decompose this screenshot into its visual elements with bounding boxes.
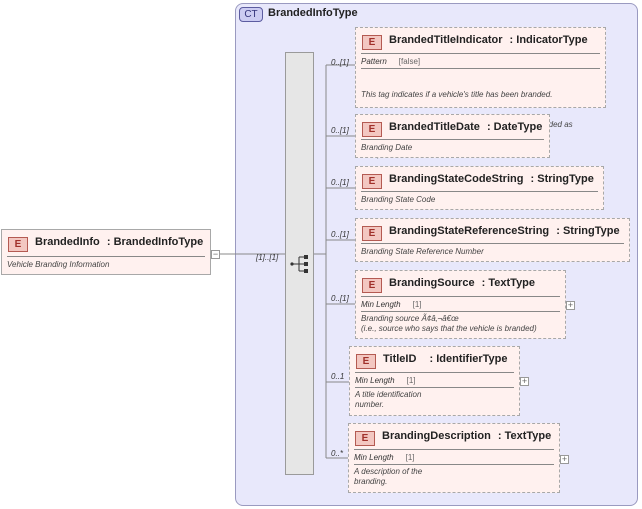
element-title: BrandingStateCodeString xyxy=(389,173,524,185)
complex-type-badge: CT xyxy=(239,7,263,22)
divider xyxy=(355,372,514,373)
element-doc: Branding Date xyxy=(361,143,413,152)
child-element-box[interactable]: E BrandingDescription : TextType Min Len… xyxy=(348,423,560,493)
element-badge: E xyxy=(8,237,28,252)
child-element-box[interactable]: E TitleID : IdentifierType Min Length [1]… xyxy=(349,346,520,416)
child-cardinality: 0..[1] xyxy=(331,126,349,135)
element-title: BrandingDescription xyxy=(382,430,491,442)
child-cardinality: 0..[1] xyxy=(331,178,349,187)
child-element-box[interactable]: E BrandedTitleDate : DateType Branding D… xyxy=(355,114,550,158)
divider xyxy=(361,53,600,54)
facet-value: [1] xyxy=(405,453,415,462)
divider xyxy=(354,464,554,465)
element-title: BrandingStateReferenceString xyxy=(389,225,550,237)
doc-line: A description of the xyxy=(354,467,423,476)
element-badge: E xyxy=(362,174,382,189)
element-doc: Branding source Ã¢â‚¬â€œ (i.e., source w… xyxy=(361,314,560,334)
element-type: : StringType xyxy=(530,173,594,185)
element-name: BrandingStateReferenceString : StringTyp… xyxy=(389,225,620,237)
facet-row: Min Length [1] xyxy=(361,300,422,309)
element-doc: Branding State Reference Number xyxy=(361,247,484,256)
element-type: : TextType xyxy=(481,277,536,289)
doc-line: branding. xyxy=(354,477,388,486)
collapse-toggle[interactable]: − xyxy=(211,249,220,259)
element-name: TitleID : IdentifierType xyxy=(383,353,508,365)
doc-line: number. xyxy=(355,400,385,409)
child-element-box[interactable]: E BrandingStateCodeString : StringType B… xyxy=(355,166,604,210)
divider xyxy=(354,449,554,450)
child-cardinality: 0..[1] xyxy=(331,58,349,67)
doc-line: (i.e., source who says that the vehicle … xyxy=(361,324,537,333)
sequence-icon xyxy=(290,255,308,273)
root-element-box[interactable]: E BrandedInfo : BrandedInfoType Vehicle … xyxy=(1,229,211,275)
element-name: BrandingSource : TextType xyxy=(389,277,535,289)
element-type: : IdentifierType xyxy=(429,353,508,365)
child-cardinality: 0..[1] xyxy=(331,294,349,303)
element-badge: E xyxy=(362,35,382,50)
child-element-box[interactable]: E BrandedTitleIndicator : IndicatorType … xyxy=(355,27,606,159)
child-cardinality: 0..* xyxy=(331,449,344,458)
element-badge: E xyxy=(362,278,382,293)
divider xyxy=(355,387,514,388)
expand-toggle[interactable]: + xyxy=(560,454,569,464)
divider xyxy=(361,296,560,297)
root-element-title: BrandedInfo xyxy=(35,236,100,248)
child-cardinality: 0..[1] xyxy=(331,230,349,239)
doc-line: Branding source Ã¢â‚¬â€œ xyxy=(361,314,459,323)
facet-row: Min Length [1] xyxy=(355,376,416,385)
element-type: : StringType xyxy=(556,225,620,237)
doc-line: A title identification xyxy=(355,390,422,399)
root-element-name: BrandedInfo : BrandedInfoType xyxy=(35,236,203,248)
element-name: BrandingStateCodeString : StringType xyxy=(389,173,594,185)
element-title: TitleID xyxy=(383,353,417,365)
child-element-box[interactable]: E BrandingStateReferenceString : StringT… xyxy=(355,218,630,262)
expand-toggle[interactable]: + xyxy=(520,376,529,386)
divider xyxy=(361,311,560,312)
element-name: BrandedTitleDate : DateType xyxy=(389,121,542,133)
sequence-compositor[interactable] xyxy=(285,52,314,475)
expand-toggle[interactable]: + xyxy=(566,300,575,310)
element-type: : DateType xyxy=(486,121,543,133)
element-badge: E xyxy=(355,431,375,446)
divider xyxy=(361,68,600,69)
element-badge: E xyxy=(362,122,382,137)
divider xyxy=(361,191,598,192)
element-title: BrandedTitleDate xyxy=(389,121,480,133)
child-cardinality: 0..1 xyxy=(331,372,345,381)
root-element-doc: Vehicle Branding Information xyxy=(7,260,110,269)
doc-line: This tag indicates if a vehicle's title … xyxy=(361,90,553,99)
element-badge: E xyxy=(362,226,382,241)
element-title: BrandedTitleIndicator xyxy=(389,34,503,46)
divider xyxy=(361,243,624,244)
facet-label: Min Length xyxy=(354,453,394,462)
divider xyxy=(7,256,205,257)
element-doc: A description of the branding. xyxy=(354,467,554,487)
facet-value: [1] xyxy=(412,300,422,309)
complex-type-name: BrandedInfoType xyxy=(268,7,358,19)
element-doc: Branding State Code xyxy=(361,195,436,204)
element-type: : TextType xyxy=(497,430,552,442)
element-title: BrandingSource xyxy=(389,277,475,289)
child-element-box[interactable]: E BrandingSource : TextType Min Length [1… xyxy=(355,270,566,339)
facet-row: Min Length [1] xyxy=(354,453,415,462)
root-cardinality: [1]..[1] xyxy=(256,253,279,262)
element-type: : IndicatorType xyxy=(509,34,588,46)
root-element-type: : BrandedInfoType xyxy=(106,236,204,248)
facet-label: Pattern xyxy=(361,57,387,66)
divider xyxy=(361,139,544,140)
element-badge: E xyxy=(356,354,376,369)
facet-label: Min Length xyxy=(361,300,401,309)
element-name: BrandedTitleIndicator : IndicatorType xyxy=(389,34,588,46)
facet-value: [false] xyxy=(398,57,421,66)
element-name: BrandingDescription : TextType xyxy=(382,430,551,442)
element-doc: A title identification number. xyxy=(355,390,514,410)
facet-row: Pattern [false] xyxy=(361,57,420,66)
facet-label: Min Length xyxy=(355,376,395,385)
facet-value: [1] xyxy=(406,376,416,385)
